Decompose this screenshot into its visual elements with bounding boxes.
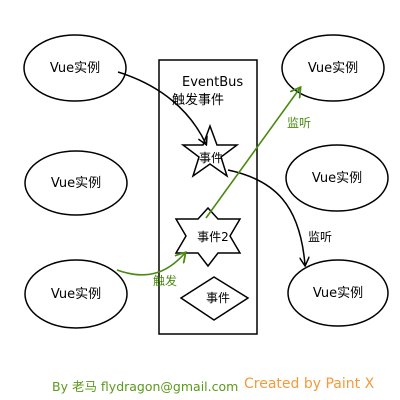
eventbus-title: EventBus (182, 75, 243, 90)
vue-instance-middle-right (285, 144, 389, 212)
event-star-six-label: 事件2 (197, 230, 229, 244)
vue-instance-middle-right-label: Vue实例 (312, 171, 362, 186)
author-credit: By 老马 flydragon@gmail.com (52, 379, 239, 394)
vue-instance-top-left (23, 34, 127, 102)
vue-instance-bottom-right-label: Vue实例 (313, 286, 363, 301)
listen-label-green: 监听 (287, 116, 311, 130)
listen-arrow-green (205, 88, 300, 219)
vue-instance-bottom-left-label: Vue实例 (51, 287, 101, 302)
listen-arrow-black (227, 169, 305, 265)
listen-label-black: 监听 (308, 230, 332, 244)
vue-instance-bottom-right (287, 259, 389, 327)
event-diamond (179, 276, 250, 321)
event-star-six (174, 206, 242, 268)
event-diamond-label: 事件 (206, 291, 230, 305)
vue-instance-middle-left-label: Vue实例 (51, 176, 101, 191)
tool-credit: Created by Paint X (244, 376, 375, 392)
vue-instance-middle-left (24, 150, 128, 216)
eventbus-box (158, 59, 258, 335)
vue-instance-top-right-label: Vue实例 (308, 61, 358, 76)
trigger-label-green: 触发 (153, 273, 177, 288)
vue-instance-bottom-left (24, 259, 128, 329)
vue-instance-top-right (281, 34, 385, 102)
event-star-five-label: 事件 (199, 151, 223, 165)
event-star-five (180, 123, 240, 178)
vue-instance-top-left-label: Vue实例 (50, 61, 100, 76)
eventbus-subtitle: 触发事件 (172, 92, 224, 108)
emit-arrow-to-event (117, 71, 206, 144)
trigger-arrow-green (116, 253, 185, 276)
